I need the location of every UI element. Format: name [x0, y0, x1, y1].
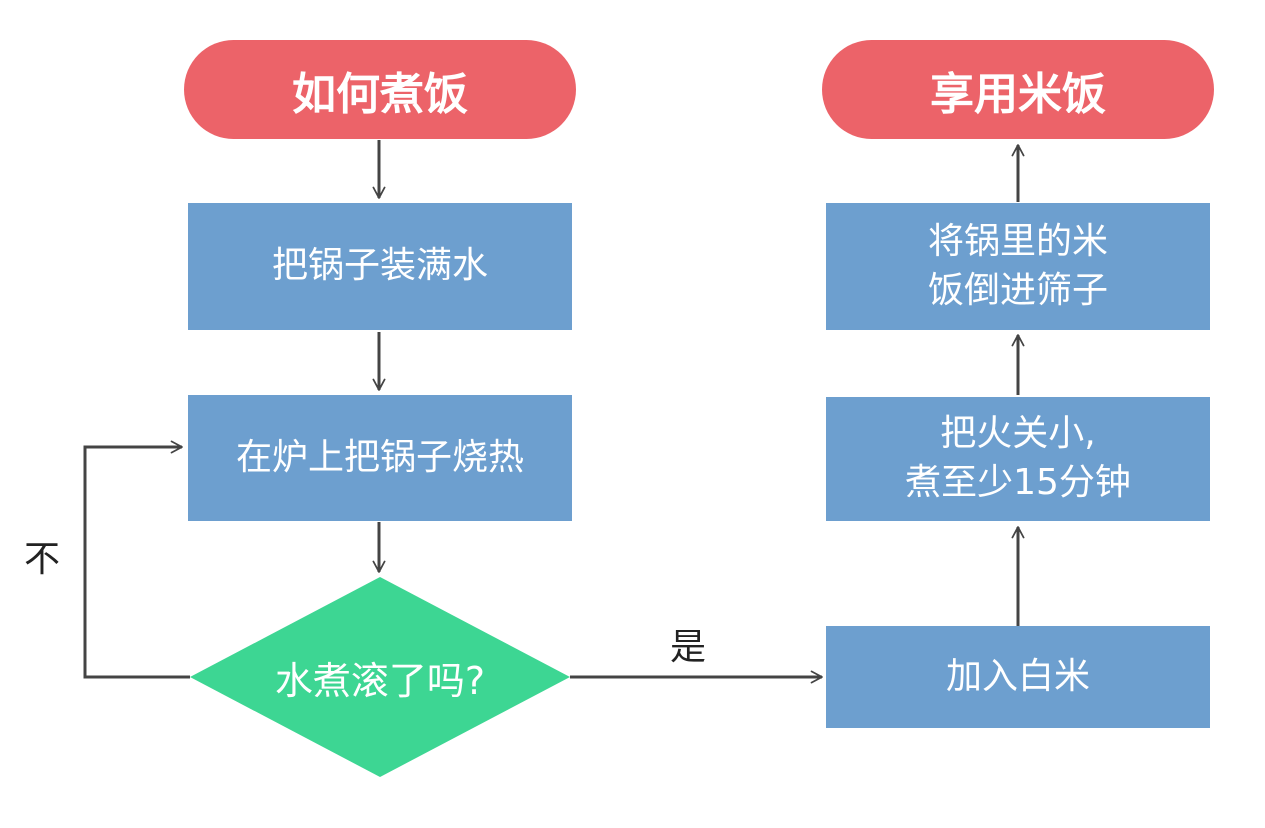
process-add-rice: 加入白米 [826, 626, 1210, 728]
decision-diamond [190, 577, 570, 777]
arrow-loop-no [83, 440, 190, 679]
heat-pot-label: 在炉上把锅子烧热 [235, 436, 524, 478]
edge-label-no: 不 [24, 539, 61, 580]
process-simmer: 把火关小, 煮至少15分钟 [826, 397, 1210, 521]
start-terminal: 如何煮饭 [184, 40, 576, 139]
decision-label: 水煮滚了吗? [274, 658, 486, 703]
process-drain: 将锅里的米 饭倒进筛子 [826, 203, 1210, 330]
drain-label-line1: 将锅里的米 [927, 220, 1108, 262]
add-rice-label: 加入白米 [945, 655, 1090, 697]
end-terminal: 享用米饭 [822, 40, 1214, 139]
start-label: 如何煮饭 [292, 68, 468, 120]
end-label: 享用米饭 [930, 68, 1106, 120]
process-heat-pot: 在炉上把锅子烧热 [188, 395, 572, 521]
simmer-label-line1: 把火关小, [940, 413, 1096, 455]
decision-label-wrap: 水煮滚了吗? [190, 627, 570, 727]
fill-pot-label: 把锅子装满水 [271, 245, 488, 287]
simmer-label-line2: 煮至少15分钟 [905, 462, 1131, 503]
process-fill-pot: 把锅子装满水 [188, 203, 572, 330]
drain-label-line2: 饭倒进筛子 [927, 269, 1108, 311]
edge-label-yes: 是 [670, 627, 707, 668]
